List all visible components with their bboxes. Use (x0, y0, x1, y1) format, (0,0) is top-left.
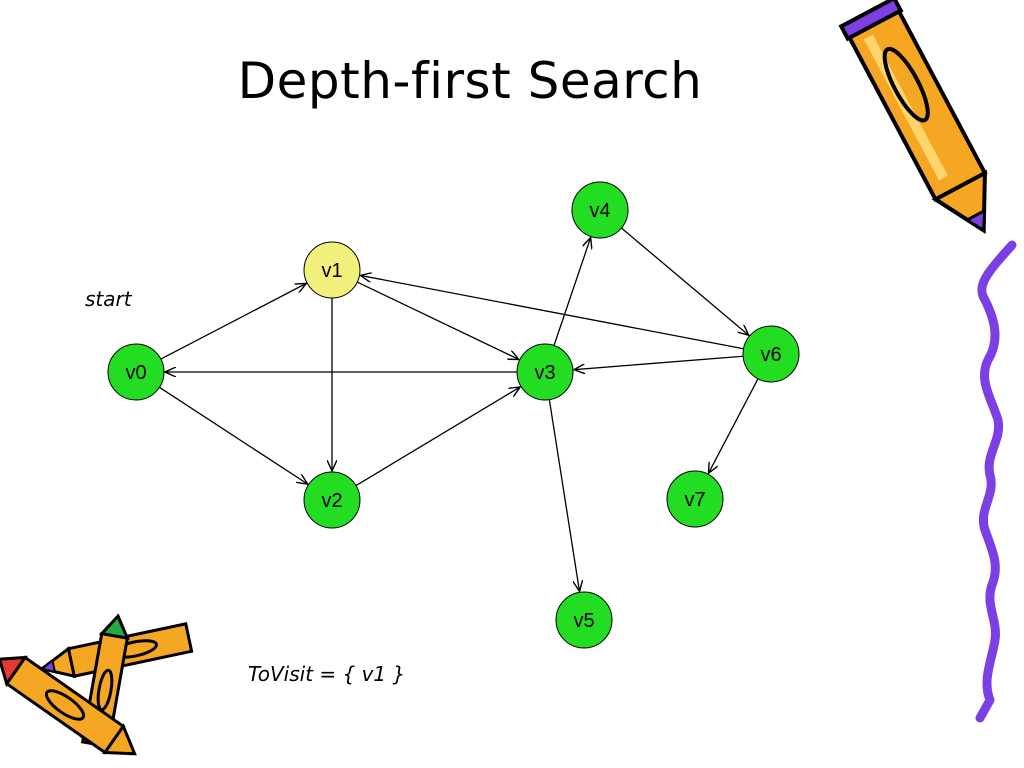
node-label: v2 (321, 490, 342, 512)
node-v2: v2 (303, 471, 361, 529)
node-v4: v4 (571, 181, 629, 239)
node-circle (571, 181, 629, 239)
node-label: v6 (760, 344, 781, 366)
edge-v6-v3 (574, 355, 744, 369)
pencil-icon (838, 0, 988, 234)
node-v3: v3 (516, 343, 574, 401)
slide-title: Depth-first Search (237, 52, 703, 110)
start-label: start (85, 287, 132, 311)
node-circle (303, 241, 361, 299)
edge-v3-v5 (548, 399, 579, 592)
pencils-icon (0, 613, 194, 756)
node-label: v1 (321, 260, 342, 282)
node-label: v5 (573, 610, 594, 632)
node-circle (107, 343, 165, 401)
squiggle-decoration (975, 240, 1017, 723)
node-v5: v5 (555, 591, 613, 649)
node-label: v7 (684, 489, 705, 511)
node-label: v0 (125, 362, 146, 384)
edge-v6-v7 (708, 378, 759, 474)
edge-v6-v1 (360, 275, 744, 350)
edge-v3-v4 (553, 237, 591, 346)
node-v7: v7 (666, 470, 724, 528)
node-circle (303, 471, 361, 529)
edge-v2-v3 (355, 387, 520, 487)
node-label: v3 (534, 362, 555, 384)
edges-layer (159, 227, 759, 592)
node-circle (742, 325, 800, 383)
nodes-layer: v0 v1 v2 v3 v4 v5 v6 v7 (107, 181, 800, 649)
edge-v1-v3 (356, 281, 519, 359)
node-v0: v0 (107, 343, 165, 401)
to-visit-label: ToVisit = { v1 } (248, 662, 406, 686)
edge-v0-v2 (159, 386, 307, 484)
node-circle (516, 343, 574, 401)
node-circle (555, 591, 613, 649)
edge-v4-v6 (620, 227, 748, 335)
node-circle (666, 470, 724, 528)
node-label: v4 (589, 200, 610, 222)
node-v1: v1 (303, 241, 361, 299)
node-v6: v6 (742, 325, 800, 383)
edge-v0-v1 (160, 283, 306, 360)
